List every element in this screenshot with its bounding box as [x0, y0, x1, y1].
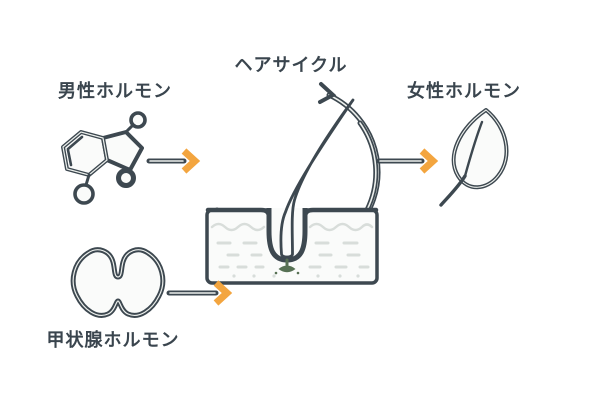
leaf-icon — [439, 108, 509, 207]
orange-chevron — [181, 148, 201, 174]
atom-ring — [116, 168, 136, 188]
hair-follicle-skin-icon — [205, 82, 381, 285]
skin-surface-line — [205, 207, 379, 220]
arrow-right-icon-male — [146, 148, 201, 174]
thyroid-hormone-label: 甲状腺ホルモン — [46, 330, 180, 350]
orange-chevron — [419, 148, 439, 174]
double-bond-lines — [66, 135, 84, 167]
dermis-dashes — [216, 241, 370, 269]
wavy-line — [210, 222, 374, 232]
molecule-icon — [61, 111, 147, 205]
leaf-vein — [463, 120, 484, 178]
dermal-papilla — [274, 258, 300, 275]
arrow-right-icon-thyroid — [166, 280, 233, 306]
leaf-stem — [439, 174, 467, 207]
cycle-arrowhead — [318, 82, 337, 104]
bond-line — [84, 173, 91, 187]
thyroid-gland-icon — [70, 247, 166, 318]
male-hormone-label: 男性ホルモン — [58, 81, 172, 101]
orange-chevron — [213, 280, 233, 306]
hair-cycle-title: ヘアサイクル — [234, 55, 348, 75]
dermis-dots — [232, 274, 360, 278]
arrow-right-icon-female — [376, 148, 439, 174]
atom-circle — [129, 111, 147, 129]
atom-circle — [73, 183, 95, 205]
female-hormone-label: 女性ホルモン — [407, 81, 521, 101]
hair-strand — [279, 98, 355, 259]
